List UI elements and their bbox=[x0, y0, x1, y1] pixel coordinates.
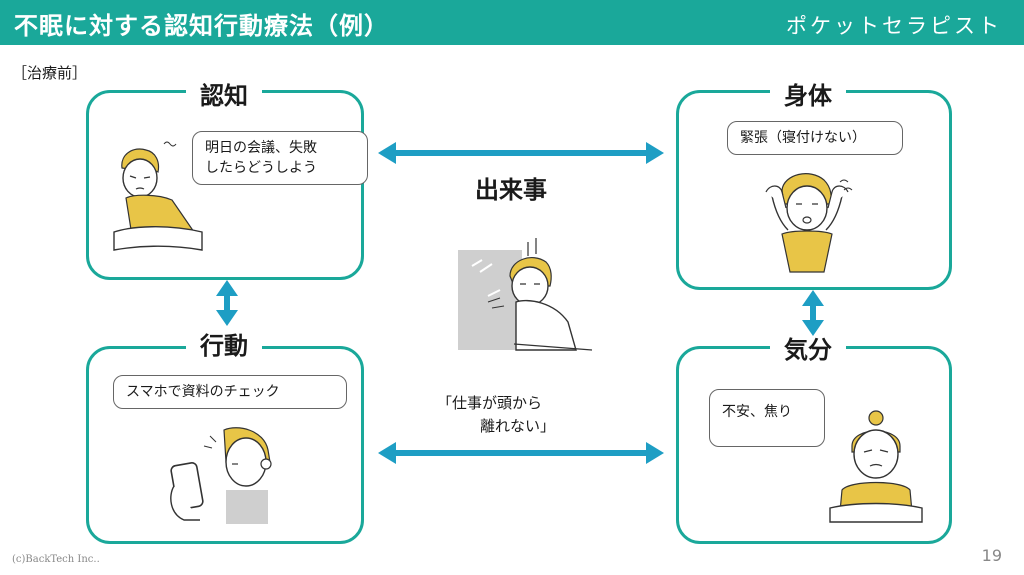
cognition-box: 明日の会議、失敗 したらどうしよう bbox=[86, 90, 368, 280]
phone-person-illustration bbox=[170, 427, 272, 524]
copyright-text: (c)BackTech Inc.. bbox=[12, 554, 100, 565]
body-speech-bubble: 緊張（寝付けない） bbox=[727, 121, 903, 155]
event-quote-line1: 「仕事が頭から bbox=[437, 394, 543, 412]
tense-person-illustration bbox=[765, 173, 853, 273]
mood-speech-bubble: 不安、焦り bbox=[709, 389, 825, 447]
arrow-body-mood bbox=[802, 290, 824, 336]
event-quote-line2: 離れない」 bbox=[480, 417, 556, 435]
section-label: ［治療前］ bbox=[12, 64, 88, 82]
page-title: 不眠に対する認知行動療法（例） bbox=[14, 12, 389, 40]
behavior-title: 行動 bbox=[186, 326, 262, 361]
cognition-thought-line2: したらどうしよう bbox=[205, 160, 317, 176]
cognition-thought-bubble: 明日の会議、失敗 したらどうしよう bbox=[192, 131, 368, 185]
brand-logo: ポケットセラピスト bbox=[786, 14, 1002, 38]
anxious-person-illustration bbox=[829, 410, 923, 523]
header-bar: 不眠に対する認知行動療法（例） ポケットセラピスト bbox=[0, 0, 1024, 45]
arrow-cognition-behavior bbox=[216, 280, 238, 326]
event-title: 出来事 bbox=[475, 176, 547, 204]
cognition-thought-line1: 明日の会議、失敗 bbox=[205, 140, 317, 156]
cognition-title: 認知 bbox=[186, 76, 262, 111]
desk-person-illustration bbox=[458, 238, 593, 351]
mood-title: 気分 bbox=[770, 330, 846, 365]
arrow-cognition-body bbox=[378, 142, 664, 164]
body-title: 身体 bbox=[770, 76, 846, 111]
worried-person-illustration bbox=[113, 141, 203, 251]
page-number: 19 bbox=[981, 546, 1002, 565]
behavior-box: スマホで資料のチェック bbox=[86, 346, 364, 544]
behavior-speech-bubble: スマホで資料のチェック bbox=[113, 375, 347, 409]
arrow-behavior-mood bbox=[378, 442, 664, 464]
